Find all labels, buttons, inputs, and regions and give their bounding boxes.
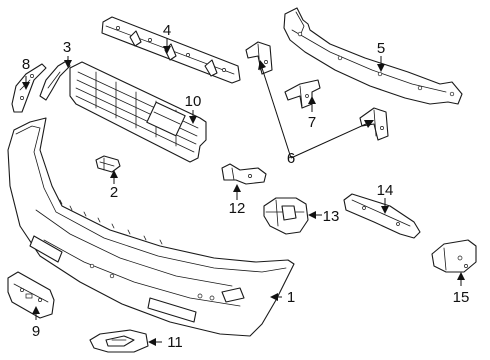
bracket-upper — [245, 41, 273, 75]
absorber-bracket — [263, 197, 309, 235]
callout-labels: 4 5 3 8 10 7 6 2 12 13 14 15 1 9 11 — [22, 22, 470, 351]
upper-tie-bar — [283, 7, 463, 105]
leader-lines — [22, 38, 465, 346]
plate-bracket — [7, 271, 55, 319]
callout-6: 6 — [287, 150, 295, 167]
bracket-lower — [359, 107, 389, 141]
callout-15: 15 — [453, 289, 470, 306]
corner-bracket — [431, 239, 477, 273]
callout-10: 10 — [185, 93, 202, 110]
grille-side-bracket — [39, 59, 71, 101]
callout-5: 5 — [377, 40, 385, 57]
grille-assembly — [69, 61, 207, 163]
callout-9: 9 — [32, 323, 40, 340]
callout-8: 8 — [22, 56, 30, 73]
callout-13: 13 — [323, 208, 340, 225]
callout-2: 2 — [110, 184, 118, 201]
lower-trim — [89, 329, 149, 353]
side-bracket-left — [11, 63, 47, 113]
bumper-cover — [7, 117, 295, 337]
callout-1: 1 — [287, 289, 295, 306]
callout-12: 12 — [229, 200, 246, 217]
callout-3: 3 — [63, 39, 71, 56]
bar-bracket — [343, 193, 421, 239]
callout-11: 11 — [167, 334, 183, 351]
callout-4: 4 — [163, 22, 171, 39]
clip — [95, 155, 121, 173]
mounting-bracket — [221, 163, 267, 185]
callout-7: 7 — [308, 114, 316, 131]
callout-14: 14 — [377, 182, 394, 199]
